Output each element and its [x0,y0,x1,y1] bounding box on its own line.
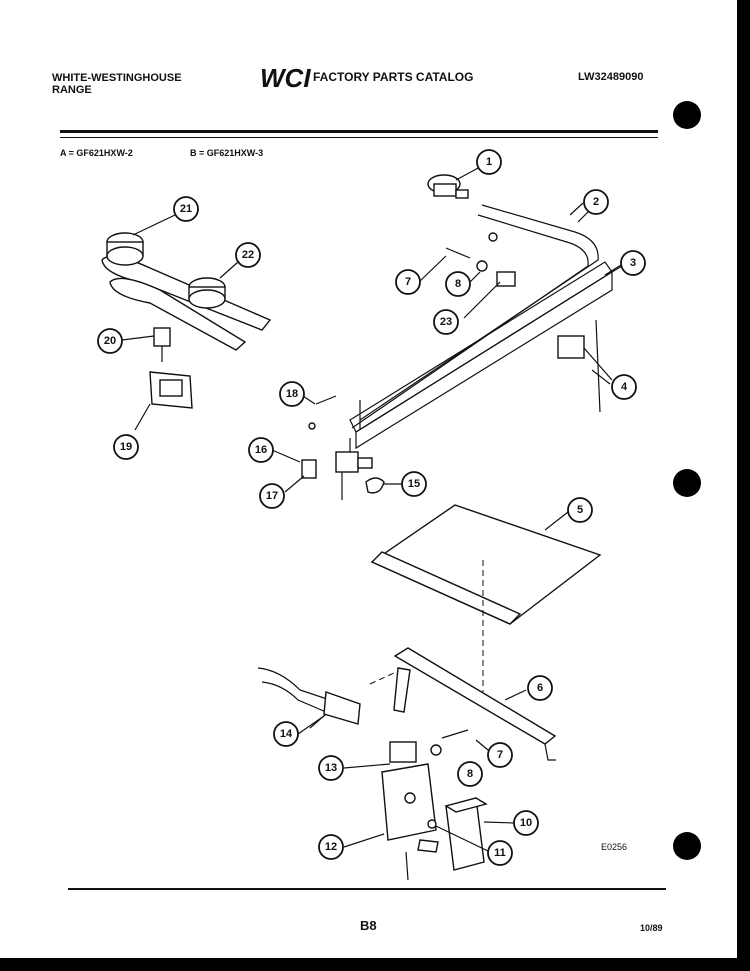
callout-10: 10 [513,810,539,836]
spring-part [315,395,337,405]
callout-3: 3 [620,250,646,276]
svg-text:22: 22 [242,249,254,261]
svg-text:11: 11 [494,847,506,859]
footer-rule [68,888,666,890]
oven-shield-part [370,504,602,625]
callout-8-lower: 8 [457,761,483,787]
binder-hole-bottom [673,832,701,860]
callout-15: 15 [401,471,427,497]
callout-2: 2 [583,189,609,215]
svg-text:5: 5 [577,504,583,516]
svg-text:4: 4 [621,381,628,393]
ignitor-part [153,327,171,362]
svg-text:13: 13 [325,762,337,774]
callout-12: 12 [318,834,344,860]
valve-orifice-part [335,451,373,500]
callout-14: 14 [273,721,299,747]
svg-text:20: 20 [104,335,116,347]
svg-text:18: 18 [286,388,298,400]
catalog-code: LW32489090 [578,71,644,83]
exploded-parts-diagram: 1 2 3 4 5 6 7 8 23 21 22 20 19 18 16 17 … [97,149,646,881]
gasket-part [365,477,385,494]
svg-text:14: 14 [280,728,293,740]
svg-text:7: 7 [405,276,411,288]
svg-text:23: 23 [440,316,452,328]
header-rule-thin [60,137,658,138]
svg-text:12: 12 [325,841,337,853]
callout-6: 6 [527,675,553,701]
svg-text:10: 10 [520,817,532,829]
manifold-pipe-upper [359,204,599,421]
callout-7-upper: 7 [395,269,421,295]
svg-text:15: 15 [408,478,420,490]
svg-text:16: 16 [255,444,267,456]
brand-name: WHITE-WESTINGHOUSE [52,72,182,84]
thermo-bracket-part [389,741,417,763]
callout-5: 5 [567,497,593,523]
wci-logo: WCI [258,62,318,93]
valve-clip-part [301,459,317,479]
product-type: RANGE [52,84,92,96]
pin-part [445,247,471,259]
ignitor-switch-part [557,319,613,413]
callout-1: 1 [476,149,502,175]
nut-part [476,260,488,272]
callout-19: 19 [113,434,139,460]
model-a: A = GF621HXW-2 [60,148,133,158]
brand-block: WHITE-WESTINGHOUSE RANGE [52,72,232,96]
callout-11: 11 [487,840,513,866]
thermostat-cover-part [444,797,488,871]
svg-text:3: 3 [630,257,636,269]
catalog-title: FACTORY PARTS CATALOG [313,70,474,84]
callout-22: 22 [235,242,261,268]
svg-text:8: 8 [455,278,461,290]
ignitor-bracket-part [149,371,193,409]
binder-hole-top [673,101,701,129]
page-number: B8 [360,918,377,933]
issue-date: 10/89 [640,923,663,933]
oven-thermostat-part [381,741,439,853]
callout-13: 13 [318,755,344,781]
clip-part [496,271,516,287]
svg-text:1: 1 [486,156,492,168]
callout-4: 4 [611,374,637,400]
gas-valve-part [427,174,469,199]
svg-text:8: 8 [467,768,473,780]
svg-text:7: 7 [497,749,503,761]
header-rule [60,130,658,133]
binder-hole-middle [673,469,701,497]
svg-text:19: 19 [120,441,132,453]
callout-17: 17 [259,483,285,509]
top-burner-assembly [101,232,272,351]
callout-20: 20 [97,328,123,354]
svg-text:17: 17 [266,490,278,502]
drawing-reference: E0256 [601,842,628,852]
callout-7-lower: 7 [487,742,513,768]
model-b: B = GF621HXW-3 [190,148,264,158]
svg-text:2: 2 [593,196,599,208]
callout-16: 16 [248,437,274,463]
callout-23: 23 [433,309,459,335]
oven-burner-part [393,647,557,761]
callout-21: 21 [173,196,199,222]
catalog-page: WHITE-WESTINGHOUSE RANGE WCI FACTORY PAR… [0,0,737,958]
manifold-pipe-lower [351,214,589,429]
callout-8-upper: 8 [445,271,471,297]
svg-text:21: 21 [180,203,192,215]
svg-text:6: 6 [537,682,543,694]
thermostat-cap-part [257,667,361,725]
callout-18: 18 [279,381,305,407]
logo-text: WCI [260,63,311,92]
